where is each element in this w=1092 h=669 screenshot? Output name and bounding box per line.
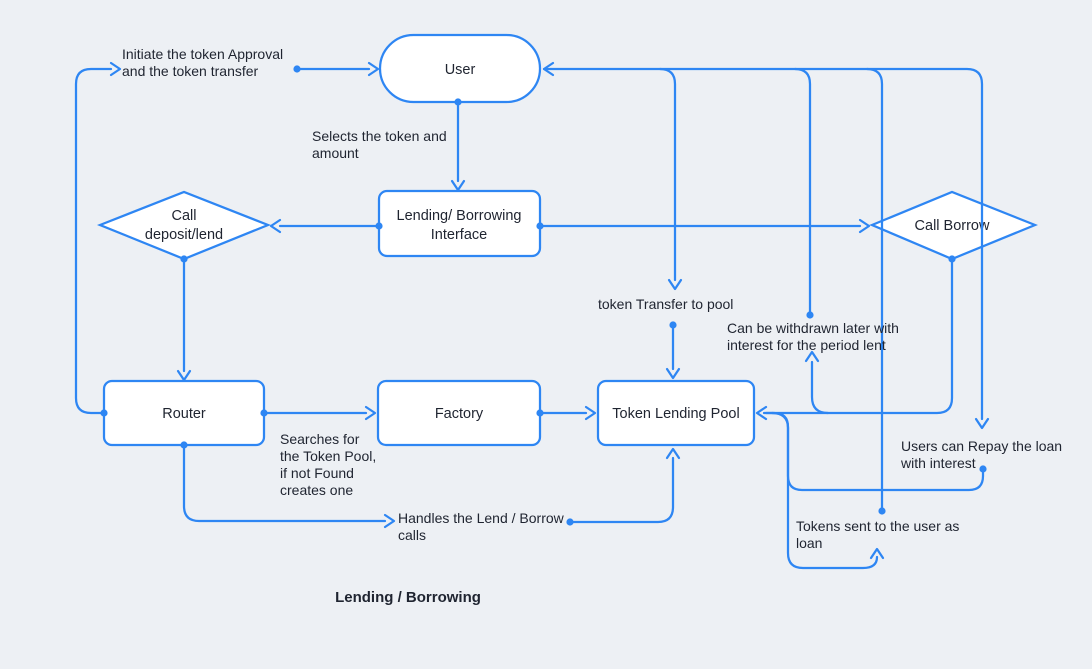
factory-label: Factory (435, 406, 484, 422)
label-can-be-withdrawn: Can be withdrawn later with interest for… (727, 320, 899, 353)
connector-dot (375, 222, 383, 230)
connector-dot (878, 507, 886, 515)
arrowhead-right (383, 513, 396, 529)
pool-label: Token Lending Pool (612, 406, 739, 422)
label-line: interest for the period lent (727, 337, 886, 353)
router-label: Router (162, 406, 206, 422)
label-line: and the token transfer (122, 63, 259, 79)
arrowhead-left (755, 405, 768, 421)
interface-label-line1: Lending/ Borrowing (397, 208, 522, 224)
connector-router-to-initiate-label (74, 61, 122, 417)
label-line: calls (398, 527, 426, 543)
arrowhead-down (974, 417, 990, 430)
borrow-label: Call Borrow (915, 218, 990, 234)
connector-dot (979, 465, 987, 473)
deposit-label-line1: Call (172, 208, 197, 224)
label-line: Searches for (280, 431, 360, 447)
label-line: if not Found (280, 465, 354, 481)
label-line: with interest (900, 455, 976, 471)
connector-pool-to-tokens-sent-label (770, 411, 885, 570)
user-label: User (445, 62, 476, 78)
label-line: creates one (280, 482, 353, 498)
connector-pool-to-withdraw-label (804, 350, 830, 415)
label-token-transfer-to-pool: token Transfer to pool (598, 296, 733, 312)
label-line: Handles the Lend / Borrow (398, 510, 565, 526)
label-line: Users can Repay the loan (901, 438, 1062, 454)
arrowhead-right (364, 405, 377, 421)
label-line: loan (796, 535, 822, 551)
connector-router-to-handles-label (180, 441, 396, 529)
label-line: Can be withdrawn later with (727, 320, 899, 336)
connector-dot (180, 255, 188, 263)
label-line: Selects the token and (312, 128, 447, 144)
connector-user-to-token-transfer-label (658, 67, 683, 291)
label-line: amount (312, 145, 359, 161)
deposit-label-line2: deposit/lend (145, 227, 223, 243)
connector-interface-to-borrow (536, 218, 871, 234)
connector-token-transfer-label-to-pool (665, 321, 681, 380)
connector-borrow-to-pool (755, 255, 956, 421)
node-token-lending-pool[interactable]: Token Lending Pool (596, 379, 756, 447)
node-call-deposit-lend[interactable]: Call deposit/lend (96, 190, 272, 261)
node-call-borrow[interactable]: Call Borrow (869, 190, 1039, 261)
connector-dot (669, 321, 677, 329)
label-tokens-sent-as-loan: Tokens sent to the user as loan (796, 518, 959, 551)
deposit-diamond-shape[interactable] (96, 190, 272, 261)
arrowhead-right (584, 405, 597, 421)
node-user[interactable]: User (378, 33, 542, 104)
diagram-title: Lending / Borrowing (335, 589, 481, 606)
connector-handles-label-to-pool (566, 447, 681, 526)
arrowhead-right (109, 61, 122, 77)
connector-return-to-user-and-repay-label (542, 61, 990, 430)
arrowhead-down (667, 278, 683, 291)
connector-router-to-factory (260, 405, 377, 421)
node-factory[interactable]: Factory (376, 379, 542, 447)
node-router[interactable]: Router (102, 379, 266, 447)
connector-dot (454, 98, 462, 106)
connector-deposit-to-router (176, 255, 192, 382)
connector-dot (260, 409, 268, 417)
connector-dot (180, 441, 188, 449)
arrowhead-up (665, 447, 681, 460)
connector-dot (948, 255, 956, 263)
pool-rect-shape[interactable] (596, 379, 756, 447)
connector-dot (806, 311, 814, 319)
connector-dot (100, 409, 108, 417)
connector-factory-to-pool (536, 405, 597, 421)
connector-dot (293, 65, 301, 73)
arrowhead-right (858, 218, 871, 234)
arrowhead-up (804, 350, 820, 363)
connector-interface-to-deposit (269, 218, 383, 234)
arrowhead-up (869, 547, 885, 560)
connector-dot (536, 409, 544, 417)
connector-user-to-interface (450, 98, 466, 192)
label-line: token Transfer to pool (598, 296, 733, 312)
label-searches-for-token-pool: Searches for the Token Pool, if not Foun… (280, 431, 376, 498)
arrowhead-down (176, 369, 192, 382)
connector-user-to-withdraw-label (793, 67, 814, 319)
connector-dot (536, 222, 544, 230)
connector-dot (566, 518, 574, 526)
label-line: Tokens sent to the user as (796, 518, 959, 534)
borrow-diamond-shape[interactable] (869, 190, 1039, 261)
arrowhead-down (665, 367, 681, 380)
arrowhead-down (450, 179, 466, 192)
label-selects-token-amount: Selects the token and amount (312, 128, 447, 161)
label-users-can-repay: Users can Repay the loan with interest (900, 438, 1062, 471)
arrowhead-left (269, 218, 282, 234)
label-line: the Token Pool, (280, 448, 376, 464)
label-line: Initiate the token Approval (122, 46, 283, 62)
connector-user-to-tokens-sent-label (865, 67, 886, 515)
label-initiate-token-approval: Initiate the token Approval and the toke… (122, 46, 283, 79)
connector-initiate-label-to-user (293, 61, 380, 77)
arrowhead-right (367, 61, 380, 77)
interface-label-line2: Interface (431, 227, 487, 243)
arrowhead-left (542, 61, 555, 77)
node-lending-borrowing-interface[interactable]: Lending/ Borrowing Interface (377, 189, 542, 258)
label-handles-lend-borrow-calls: Handles the Lend / Borrow calls (398, 510, 565, 543)
